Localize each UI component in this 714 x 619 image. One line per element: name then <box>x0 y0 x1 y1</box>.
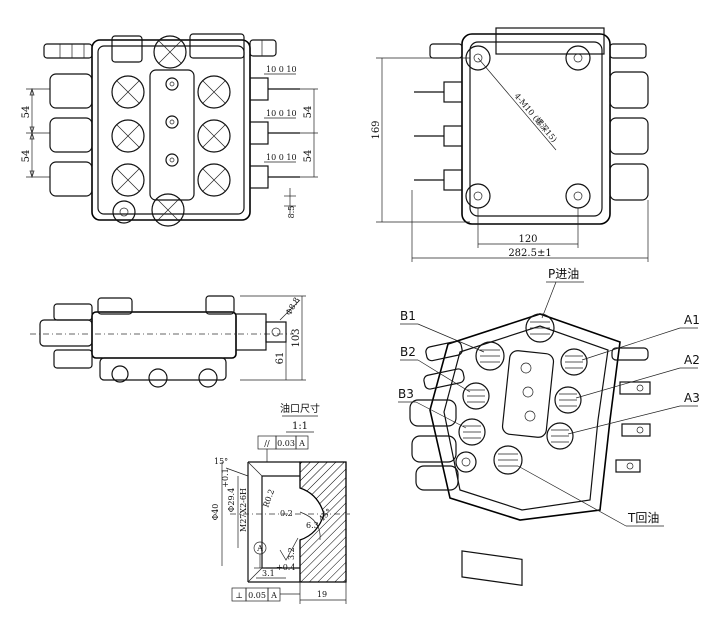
thread: M27X2-6H <box>239 488 248 532</box>
dim-d40: Φ40 <box>211 504 220 521</box>
tol-top-value: 0.03 <box>277 439 295 448</box>
dim-spool-2: 10 0 10 <box>266 109 297 118</box>
label-a1: A1 <box>684 313 700 327</box>
mounting-holes <box>465 45 591 209</box>
dim-side-lower: 61 <box>275 352 286 365</box>
front-left-dimensions: 54 54 <box>21 87 50 179</box>
dim-right-lower: 54 <box>303 150 314 163</box>
left-spool-caps <box>43 43 93 197</box>
dim-spool-3: 10 0 10 <box>266 153 297 162</box>
dim-31: 3.1 <box>262 569 275 578</box>
dim-r02: R0.2 <box>261 488 276 509</box>
roughness-2: 3.2 <box>287 547 296 560</box>
right-spool-levers <box>249 39 300 189</box>
dim-left-upper: 54 <box>21 106 32 119</box>
front-port-plugs <box>111 35 231 227</box>
angle-15: 15° <box>214 457 228 466</box>
dim-31-tol: +0.4 <box>276 563 295 572</box>
dim-back-height: 169 <box>371 120 382 139</box>
label-b3: B3 <box>398 387 414 401</box>
dim-bolt-spacing: 120 <box>518 234 537 245</box>
label-p: P进油 <box>548 267 579 281</box>
dim-d29: Φ29.4 <box>227 488 236 512</box>
dim-right-upper: 54 <box>303 106 314 119</box>
dim-19: 19 <box>317 590 327 599</box>
dim-spool-1: 10 0 10 <box>266 65 297 74</box>
iso-port-plugs <box>455 313 588 475</box>
label-b1: B1 <box>400 309 416 323</box>
label-t: T回油 <box>627 511 659 525</box>
dim-d29-tol: +0.1 <box>221 468 230 487</box>
port-detail: 油口尺寸 1:1 // 0.03 A 15° Φ40 Φ29.4 +0.1 M2… <box>211 402 350 604</box>
back-view: 4-M10 (螺深15) 169 120 282.5±1 <box>371 27 649 262</box>
label-a3: A3 <box>684 391 700 405</box>
front-view: 54 54 54 54 10 0 10 10 0 10 10 0 10 8.5 <box>21 33 318 227</box>
side-view: Φ8.8 103 61 <box>30 295 306 388</box>
dim-pin: Φ8.8 <box>284 296 301 317</box>
tol-top-datum: A <box>298 439 305 448</box>
mount-note: 4-M10 (螺深15) <box>512 91 559 144</box>
port-detail-title: 油口尺寸 <box>280 402 320 415</box>
dim-left-lower: 54 <box>21 150 32 163</box>
dim-r02-small: 0.2 <box>280 509 293 518</box>
label-b2: B2 <box>400 345 416 359</box>
dim-bottom: 8.5 <box>287 206 296 219</box>
iso-view: P进油 B1 B2 B3 A1 A2 A3 T回油 <box>398 267 700 587</box>
tol-bottom-datum: A <box>270 591 277 600</box>
port-detail-scale: 1:1 <box>292 421 308 432</box>
tol-bottom-value: 0.05 <box>248 591 266 600</box>
tol-bottom-symbol: ⊥ <box>235 591 243 600</box>
dim-side-height: 103 <box>291 328 302 347</box>
dim-total-length: 282.5±1 <box>508 248 551 259</box>
tol-top-symbol: // <box>264 439 270 448</box>
label-a2: A2 <box>684 353 700 367</box>
datum-a: A <box>256 544 263 553</box>
roughness: 6.3 <box>306 521 319 530</box>
front-right-dimensions: 54 54 10 0 10 10 0 10 10 0 10 8.5 <box>264 65 318 218</box>
